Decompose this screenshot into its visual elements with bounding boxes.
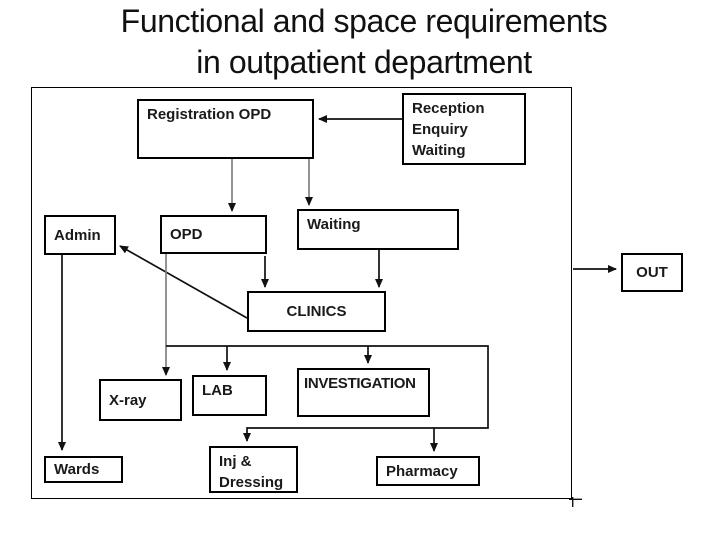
node-xray-label: X-ray [109, 391, 147, 409]
node-reception-enquiry-waiting-label: Reception Enquiry Waiting [412, 100, 485, 159]
node-clinics-label: CLINICS [286, 303, 347, 320]
node-out-label: OUT [636, 264, 668, 281]
node-reception-enquiry-waiting: Reception Enquiry Waiting [402, 93, 526, 165]
slide-title-line1: Functional and space requirements [120, 3, 608, 39]
node-wards: Wards [44, 456, 123, 483]
slide-title-line2: in outpatient department [196, 44, 532, 80]
node-clinics: CLINICS [247, 291, 386, 332]
node-opd: OPD [160, 215, 267, 254]
slide-title: Functional and space requirements in out… [0, 1, 728, 83]
node-xray: X-ray [99, 379, 182, 421]
node-inj-dressing: Inj & Dressing [209, 446, 298, 493]
node-registration-opd: Registration OPD [137, 99, 314, 159]
node-lab-label: LAB [202, 382, 233, 399]
node-pharmacy: Pharmacy [376, 456, 480, 486]
node-inj-dressing-label: Inj & Dressing [219, 453, 284, 491]
node-waiting: Waiting [297, 209, 459, 250]
node-waiting-label: Waiting [307, 216, 361, 233]
node-opd-label: OPD [170, 226, 203, 243]
node-wards-label: Wards [54, 461, 100, 478]
node-admin-label: Admin [54, 226, 101, 244]
node-lab: LAB [192, 375, 267, 416]
node-registration-opd-label: Registration OPD [147, 106, 272, 123]
node-investigation-label: INVESTIGATION [304, 375, 416, 392]
node-pharmacy-label: Pharmacy [386, 462, 458, 480]
outpatient-department-boundary [31, 87, 572, 499]
node-investigation: INVESTIGATION [297, 368, 430, 417]
node-out: OUT [621, 253, 683, 292]
node-admin: Admin [44, 215, 116, 255]
